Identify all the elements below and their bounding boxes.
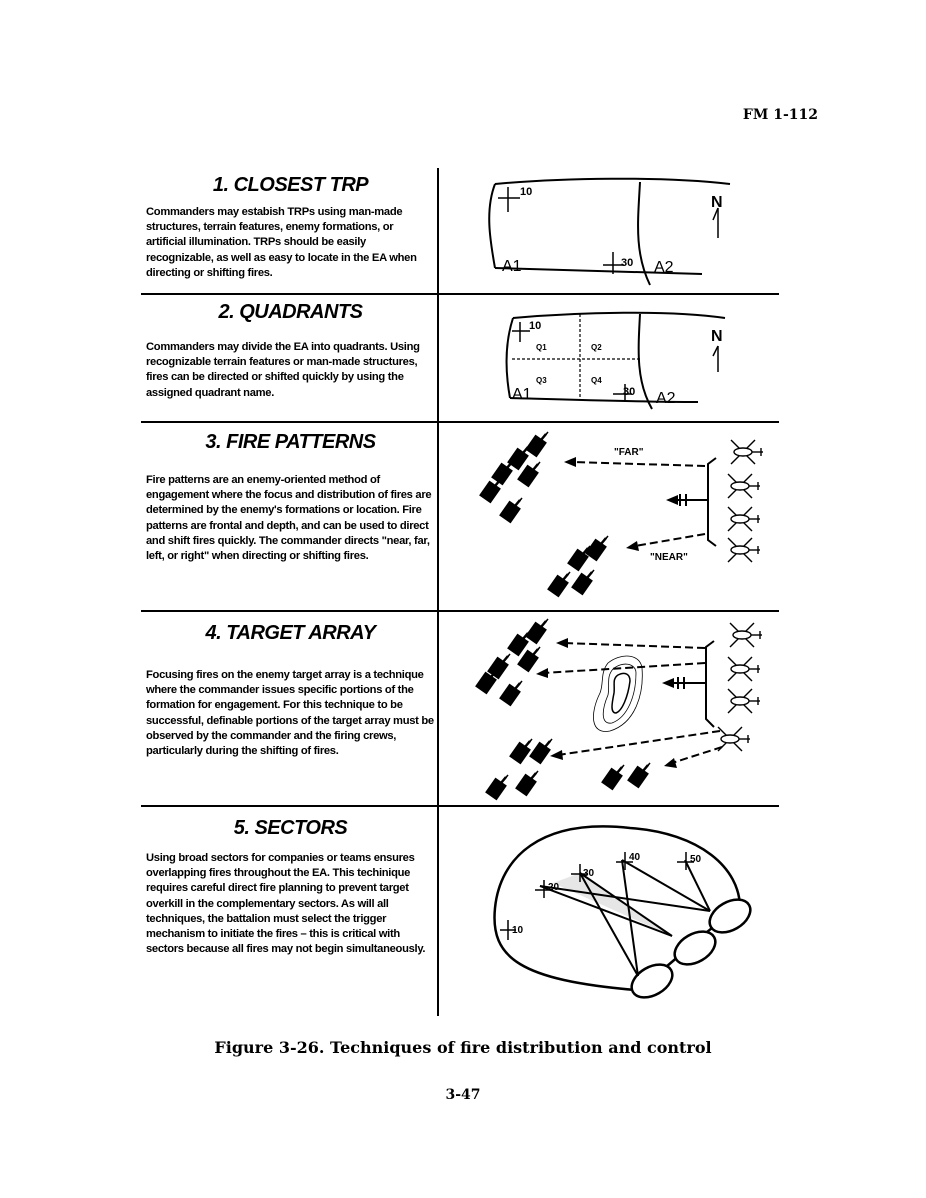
diagram-closest-trp: 10 30 A1 A2 N [488,177,731,286]
trp-label: 50 [690,854,702,865]
terrain-feature [593,655,643,732]
section-body-closest-trp: Commanders may estabish TRPs using man-m… [146,206,417,279]
near-label: "NEAR" [650,552,688,563]
battle-position-bracket [707,457,717,547]
fire-line-far [571,461,706,467]
section-body-quadrants: Commanders may divide the EA into quadra… [146,341,420,399]
friendly-helicopter-icon [717,622,763,752]
diagram-quadrants: 10 30 Q1 Q2 Q3 Q4 A1 A2 N [505,311,726,410]
trp-label: 30 [583,868,595,879]
row-divider [141,293,779,295]
document-id: FM 1-112 [742,107,818,123]
ea-left-edge [488,183,496,269]
area-label: A1 [512,386,532,403]
engagement-area-boundary [493,825,742,992]
section-title-closest-trp: 1. CLOSEST TRP [212,174,369,196]
area-label: A2 [656,390,676,407]
trp-label: 30 [623,386,635,398]
row-divider [141,610,779,612]
enemy-tank-icon [477,430,610,599]
diagram-target-array [473,617,763,802]
ea-divider-line [637,181,651,286]
ea-top-edge [494,177,731,185]
battle-position [708,898,752,934]
trp-label: 20 [548,882,560,893]
battle-position [630,963,674,999]
diagram-fire-patterns: "FAR" "NEAR" [477,430,764,599]
fire-line [543,642,723,764]
section-body-target-array: Focusing fires on the enemy target array… [146,669,434,758]
quadrant-label: Q3 [536,376,547,385]
row-divider [141,421,779,423]
page-number: 3-47 [445,1087,481,1103]
area-label: A2 [654,259,674,276]
friendly-helicopter-icon [727,439,764,563]
north-arrow-label: N [711,194,723,211]
battle-position [673,930,717,966]
fire-line-near [634,533,706,547]
section-title-fire-patterns: 3. FIRE PATTERNS [205,431,376,453]
ea-bottom-edge [494,267,703,275]
trp-label: 40 [629,852,641,863]
trp-label: 30 [621,257,633,269]
section-title-target-array: 4. TARGET ARRAY [205,622,376,644]
quadrant-label: Q1 [536,343,547,352]
figure-caption: Figure 3-26. Techniques of fire distribu… [214,1038,712,1057]
area-label: A1 [502,258,522,275]
section-body-fire-patterns: Fire patterns are an enemy-oriented meth… [146,474,432,563]
trp-label: 10 [512,925,524,936]
section-title-sectors: 5. SECTORS [233,817,348,839]
north-arrow-label: N [711,328,723,345]
far-label: "FAR" [614,447,644,458]
table-center-divider [437,168,439,1016]
section-title-quadrants: 2. QUADRANTS [218,301,363,323]
trp-label: 10 [520,186,532,198]
section-body-sectors: Using broad sectors for companies or tea… [146,852,426,956]
quadrant-label: Q2 [591,343,602,352]
diagram-sectors: 10 20 30 40 50 [493,825,752,999]
trp-label: 10 [529,320,541,332]
row-divider [141,805,779,807]
enemy-tank-icon [473,617,652,802]
quadrant-label: Q4 [591,376,602,385]
